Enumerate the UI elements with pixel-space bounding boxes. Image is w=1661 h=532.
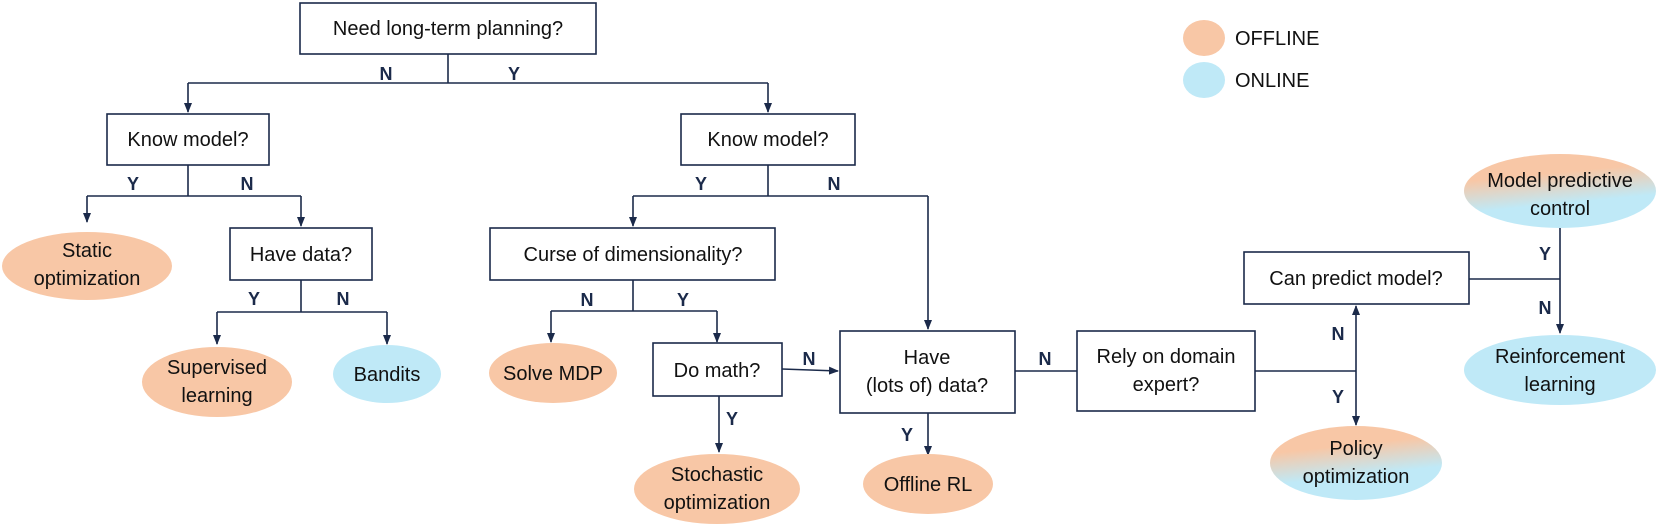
decision-can-predict-model-text: Can predict model?: [1269, 268, 1442, 290]
decision-have-data: Have data?: [229, 227, 373, 281]
decision-need-long-term-planning: Need long-term planning?: [299, 2, 597, 55]
outcome-bandits-text: Bandits: [354, 364, 421, 386]
decision-do-math: Do math?: [652, 342, 783, 397]
decision-have-lots-of-data: Have(lots of) data?: [839, 330, 1016, 414]
label-root-no: N: [380, 64, 393, 84]
decision-have-data-text: Have data?: [250, 244, 352, 266]
edge-dm-no: [781, 366, 839, 375]
label-root-yes: Y: [508, 64, 520, 84]
label-cd-yes: Y: [677, 290, 689, 310]
label-kmr-no: N: [828, 174, 841, 194]
label-re-yes: Y: [1332, 387, 1344, 407]
outcome-offline-rl-text: Offline RL: [884, 474, 973, 496]
label-hd-no: N: [337, 289, 350, 309]
label-hd-yes: Y: [248, 289, 260, 309]
decision-know-model-left-text: Know model?: [127, 129, 248, 151]
outcome-bandits: Bandits: [333, 345, 441, 403]
legend-offline-swatch: [1183, 20, 1225, 56]
label-cd-no: N: [581, 290, 594, 310]
edge-labels: N Y Y N Y N Y N N Y N Y N Y N Y Y N: [127, 64, 1552, 445]
decision-have-lots-of-data-text: Have(lots of) data?: [866, 347, 988, 397]
label-hld-no: N: [1039, 349, 1052, 369]
decision-know-model-right: Know model?: [680, 113, 856, 166]
decision-curse-of-dimensionality-text: Curse of dimensionality?: [524, 244, 743, 266]
label-dm-yes: Y: [726, 409, 738, 429]
label-kml-yes: Y: [127, 174, 139, 194]
label-re-no: N: [1332, 324, 1345, 344]
legend: OFFLINE ONLINE: [1183, 20, 1319, 98]
decision-know-model-left: Know model?: [106, 113, 270, 166]
edges: [83, 54, 1564, 456]
label-hld-yes: Y: [901, 425, 913, 445]
legend-online-swatch: [1183, 62, 1225, 98]
label-cp-no: N: [1539, 298, 1552, 318]
decision-can-predict-model: Can predict model?: [1243, 251, 1470, 305]
label-kmr-yes: Y: [695, 174, 707, 194]
decision-know-model-right-text: Know model?: [707, 129, 828, 151]
decision-need-long-term-planning-text: Need long-term planning?: [333, 18, 563, 40]
outcome-solve-mdp-text: Solve MDP: [503, 363, 603, 385]
outcome-offline-rl: Offline RL: [863, 454, 993, 514]
label-kml-no: N: [241, 174, 254, 194]
decision-do-math-text: Do math?: [674, 360, 761, 382]
decision-curse-of-dimensionality: Curse of dimensionality?: [489, 227, 776, 281]
outcome-solve-mdp: Solve MDP: [489, 343, 617, 403]
label-cp-yes: Y: [1539, 244, 1551, 264]
label-dm-no: N: [803, 349, 816, 369]
legend-online-label: ONLINE: [1235, 70, 1309, 92]
legend-offline-label: OFFLINE: [1235, 28, 1319, 50]
